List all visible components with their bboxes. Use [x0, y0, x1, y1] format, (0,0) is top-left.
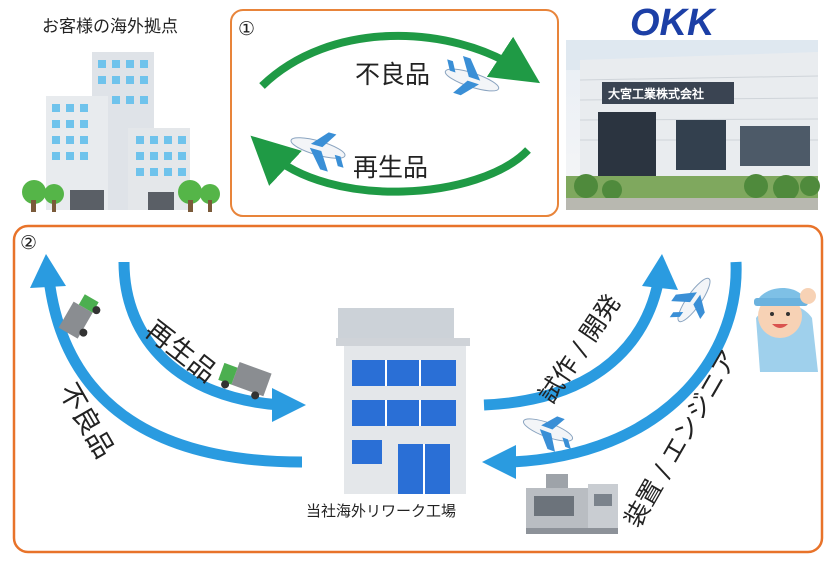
okk-logo-text: OKK [630, 2, 717, 42]
okk-logo-mark: OKK [630, 2, 717, 42]
box1-defective-label: 不良品 [355, 60, 431, 89]
box1-border [230, 9, 559, 217]
factory-caption: 当社海外リワーク工場 [306, 502, 457, 520]
box1-number: ① [238, 18, 256, 40]
airplane-icon [444, 56, 500, 96]
box2-number: ② [20, 232, 38, 254]
airplane-icon [290, 132, 346, 172]
airplane-icon [669, 277, 711, 323]
arrow-defective-box1 [259, 32, 541, 89]
arrow-defective-box2-head [30, 254, 66, 288]
arrow-defective-box2 [42, 269, 303, 468]
airplane-icon [522, 416, 574, 452]
arrow-regenerated-box2 [118, 261, 281, 411]
arrow-trial-box2-head [642, 254, 678, 290]
okk-logo: OKK [630, 2, 750, 42]
arrow-equipment-box2-head [482, 445, 516, 479]
tree-icon [22, 180, 220, 212]
factory-building-icon [336, 308, 470, 494]
arrow-regenerated-box2-head [272, 388, 306, 422]
arrow-equipment-box2 [511, 261, 742, 468]
engineer-icon [754, 287, 818, 372]
okk-building-photo: 大宮工業株式会社 [566, 40, 820, 210]
arrow-trial-box2 [483, 271, 666, 411]
truck-icon [218, 362, 272, 400]
customer-title: お客様の海外拠点 [42, 17, 178, 37]
building-sign: 大宮工業株式会社 [608, 86, 704, 101]
truck-icon [58, 294, 101, 339]
machine-icon [526, 474, 618, 534]
building-icon [46, 52, 190, 210]
arrow-regenerated-box1 [250, 135, 531, 196]
box1-regenerated-label: 再生品 [353, 153, 429, 182]
box2-border [12, 224, 824, 554]
